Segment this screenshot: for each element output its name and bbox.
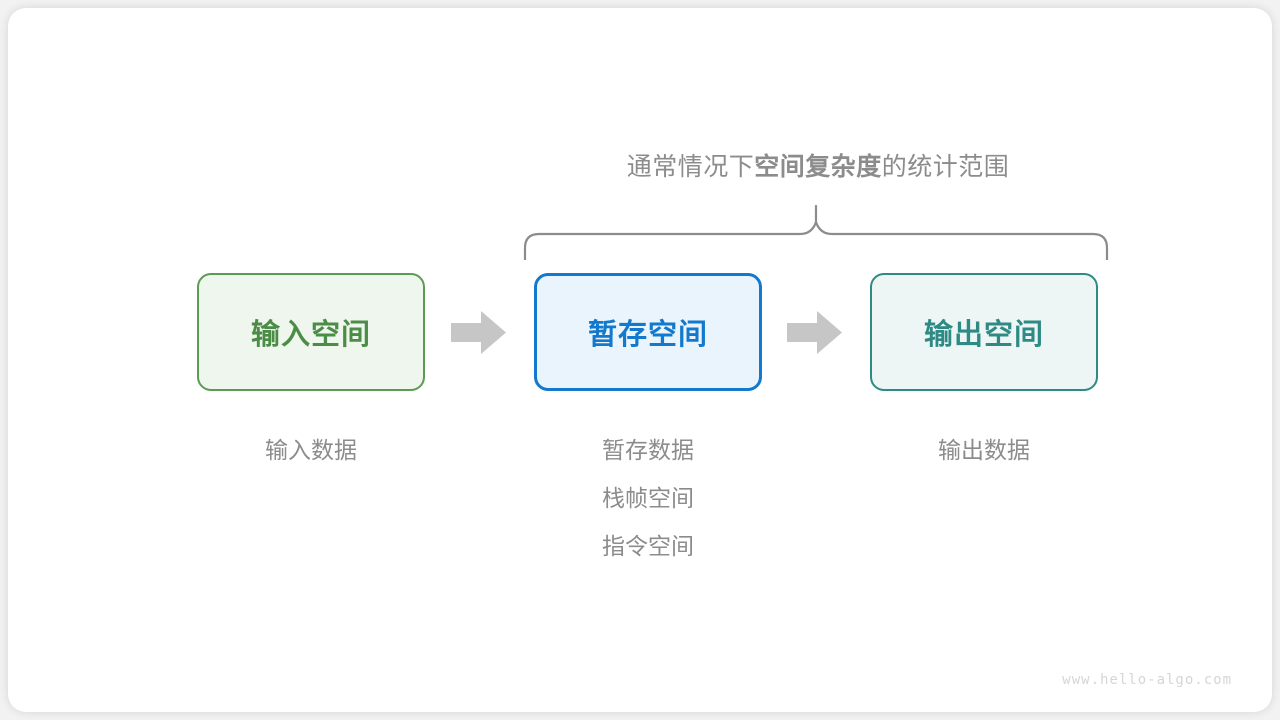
caption-line: 指令空间 [602,533,694,559]
node-input-space-label: 输入空间 [250,319,371,351]
caption-column-output: 输出数据 [870,426,1098,474]
node-temp-space-label: 暂存空间 [587,319,708,351]
caption-line: 栈帧空间 [602,485,694,511]
node-output-space-label: 输出空间 [923,319,1044,351]
caption-line: 输入数据 [265,437,357,463]
brace-caption-suffix: 的统计范围 [881,153,1010,181]
caption-column-input: 输入数据 [197,426,425,474]
node-temp-space[interactable]: 暂存空间 [534,273,762,391]
arrow-right-icon [451,311,506,354]
watermark: www.hello-algo.com [1062,672,1232,688]
arrow-right-icon [787,311,842,354]
brace-caption: 通常情况下空间复杂度的统计范围 [513,150,1123,184]
caption-line: 暂存数据 [602,437,694,463]
flow-row: 输入空间 暂存空间 输出空间 [197,273,1099,393]
brace-caption-prefix: 通常情况下 [626,153,755,181]
caption-column-temp: 暂存数据 栈帧空间 指令空间 [534,426,762,570]
node-output-space[interactable]: 输出空间 [870,273,1098,391]
diagram-card: 通常情况下空间复杂度的统计范围 输入空间 暂存空间 输出空间 [8,8,1272,712]
node-input-space[interactable]: 输入空间 [197,273,425,391]
scope-brace-icon [523,204,1109,260]
caption-line: 输出数据 [938,437,1030,463]
brace-caption-emphasis: 空间复杂度 [754,153,882,181]
